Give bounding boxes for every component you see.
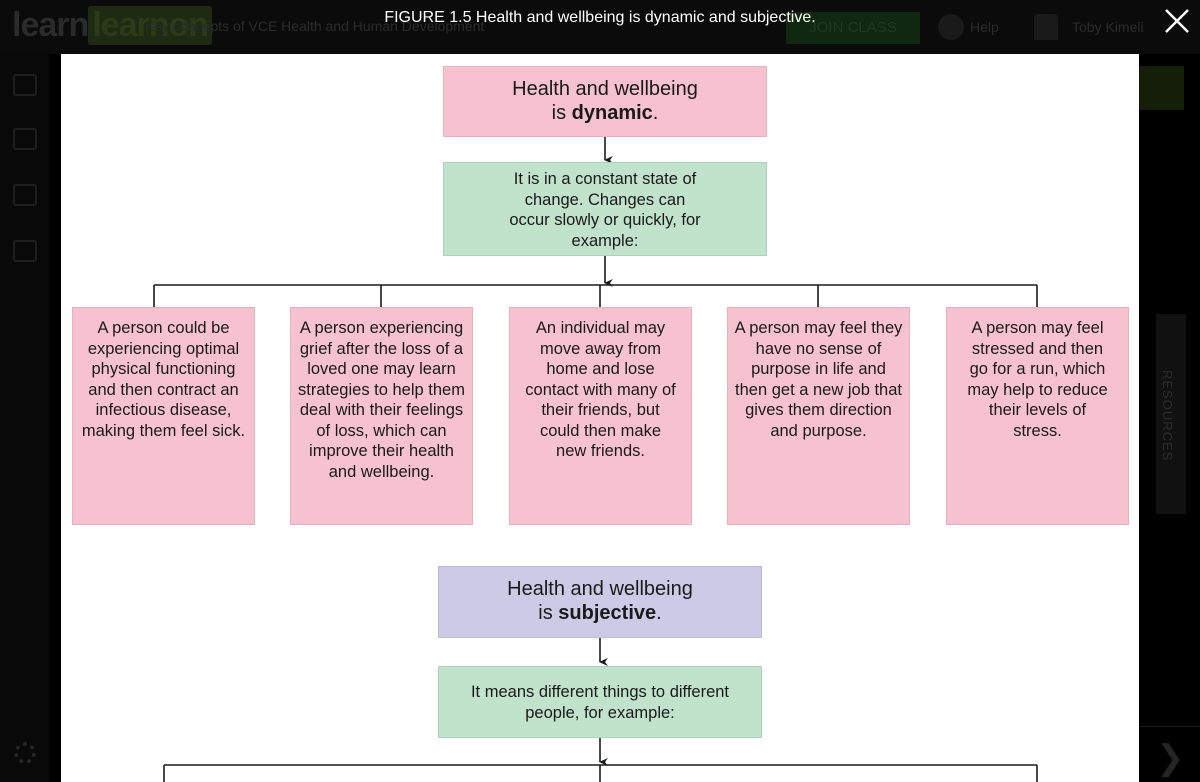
dynamic-heading-box: Health and wellbeing is dynamic.: [443, 66, 767, 137]
breadcrumb[interactable]: Key concepts of VCE Health and Human Dev…: [145, 18, 485, 34]
help-icon[interactable]: [938, 14, 964, 40]
close-icon: [1165, 9, 1189, 33]
dynamic-example-2: A person experiencing grief after the lo…: [290, 307, 473, 525]
list-icon[interactable]: [13, 128, 37, 150]
chart-icon[interactable]: [13, 240, 37, 262]
search-bar-edge: [1139, 66, 1184, 110]
checklist-icon[interactable]: [13, 184, 37, 206]
left-sidebar: [0, 54, 49, 782]
dynamic-heading-line1: Health and wellbeing: [512, 78, 698, 100]
subjective-keyword: subjective: [558, 602, 657, 624]
user-icon[interactable]: [1034, 14, 1058, 40]
book-icon[interactable]: [13, 74, 37, 96]
help-link[interactable]: Help: [970, 19, 999, 35]
footer-divider: [1139, 726, 1200, 727]
resources-tab[interactable]: [1156, 314, 1186, 514]
dynamic-example-5: A person may feel stressed and then go f…: [946, 307, 1129, 525]
subjective-heading-line1: Health and wellbeing: [507, 578, 693, 600]
subjective-heading-line2: is subjective.: [538, 602, 662, 624]
dynamic-example-4: A person may feel they have no sense of …: [727, 307, 910, 525]
diagram-connectors: [153, 137, 1038, 782]
dynamic-explanation-box: It is in a constant state of change. Cha…: [443, 162, 767, 256]
subjective-heading-box: Health and wellbeing is subjective.: [438, 566, 762, 638]
dynamic-example-1: A person could be experiencing optimal p…: [72, 307, 255, 525]
settings-gear-icon[interactable]: [14, 742, 36, 764]
join-class-button[interactable]: JOIN CLASS: [786, 12, 920, 44]
user-name[interactable]: Toby Kimeli: [1072, 19, 1144, 35]
resources-label: RESOURCES: [1160, 370, 1175, 462]
figure-caption: FIGURE 1.5 Health and wellbeing is dynam…: [384, 9, 816, 26]
subjective-explanation-box: It means different things to different p…: [438, 666, 762, 738]
dynamic-example-3: An individual may move away from home an…: [509, 307, 692, 525]
dynamic-heading-line2: is dynamic.: [551, 102, 659, 124]
figure-image: Health and wellbeing is dynamic. It is i…: [61, 54, 1139, 782]
next-page-chevron-icon[interactable]: ❯: [1156, 739, 1185, 777]
close-button[interactable]: [1162, 6, 1192, 36]
dynamic-keyword: dynamic: [571, 102, 653, 124]
